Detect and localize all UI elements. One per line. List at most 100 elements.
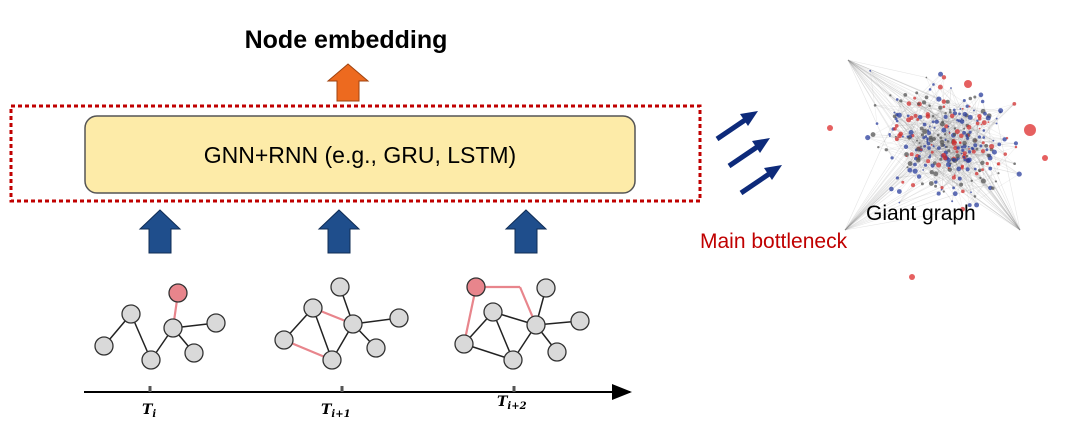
output-up-arrow-icon <box>326 63 370 102</box>
giant-graph-node <box>924 95 929 100</box>
giant-graph-edge <box>894 116 922 150</box>
giant-graph-node <box>938 105 943 110</box>
giant-graph-node <box>997 172 1000 175</box>
giant-graph-node <box>898 131 903 137</box>
giant-graph-node <box>875 122 879 125</box>
giant-graph-edge <box>907 147 940 168</box>
giant-graph-edge <box>945 128 965 148</box>
giant-graph-edge <box>889 108 961 137</box>
giant-graph-edge <box>889 134 1021 231</box>
giant-graph-node <box>968 148 970 150</box>
giant-graph-node <box>939 157 943 161</box>
giant-graph-edge <box>847 59 921 118</box>
giant-graph-edge <box>886 128 965 151</box>
giant-graph-node <box>955 153 960 159</box>
time-label: Ti+1 <box>321 402 351 420</box>
giant-graph-node <box>952 186 956 190</box>
giant-graph-node <box>927 146 931 150</box>
giant-graph-edge <box>957 115 990 132</box>
giant-graph-node <box>909 274 915 280</box>
giant-graph-edge <box>962 168 991 192</box>
giant-graph-node <box>960 206 966 212</box>
giant-graph-node <box>895 176 899 180</box>
giant-graph-node <box>953 127 957 130</box>
giant-graph-node <box>995 117 998 120</box>
giant-graph-node <box>952 108 956 112</box>
giant-graph-node <box>974 171 979 176</box>
giant-graph-edge <box>905 139 946 148</box>
giant-graph-node <box>928 135 933 140</box>
giant-graph-edge <box>938 122 985 194</box>
giant-graph-node <box>949 108 952 112</box>
giant-graph-node <box>941 120 944 124</box>
graph-node <box>206 313 226 333</box>
giant-graph-node <box>980 178 986 184</box>
giant-graph-edge <box>961 184 991 189</box>
giant-graph-edge <box>899 77 945 116</box>
giant-graph-edge <box>897 170 916 179</box>
giant-graph-edge <box>895 136 981 179</box>
giant-graph-node <box>931 120 935 124</box>
giant-graph-edge <box>896 114 928 117</box>
giant-graph-node <box>934 184 938 188</box>
giant-graph-edge <box>981 124 1000 145</box>
giant-graph-node <box>928 181 934 186</box>
giant-graph-edge <box>954 120 978 161</box>
giant-graph-node <box>977 168 982 173</box>
giant-graph-edge <box>919 103 1020 175</box>
giant-graph-node <box>954 129 960 135</box>
snapshot-graph-t-i <box>94 283 226 370</box>
giant-graph-node <box>985 148 989 152</box>
giant-graph-node <box>967 203 972 208</box>
giant-graph-edge <box>896 120 958 127</box>
giant-graph-node <box>981 168 984 172</box>
giant-graph-edge <box>942 123 1000 145</box>
giant-graph-edge <box>941 156 947 190</box>
giant-graph-node <box>951 140 957 146</box>
giant-graph-node <box>945 99 950 104</box>
giant-graph-node <box>973 167 977 171</box>
graph-node <box>121 304 141 324</box>
giant-graph-edge <box>921 149 949 169</box>
giant-graph-node <box>952 132 957 136</box>
giant-graph-node <box>903 144 909 150</box>
giant-graph-edge <box>844 136 926 231</box>
giant-graph-edge <box>926 77 950 133</box>
giant-graph-edge <box>890 95 963 210</box>
giant-graph-edge <box>867 137 907 155</box>
giant-graph-node <box>936 191 941 196</box>
giant-graph-edge <box>908 103 997 124</box>
giant-graph-edge <box>847 59 953 202</box>
giant-graph-edge <box>844 113 960 231</box>
giant-graph-node <box>1016 171 1022 177</box>
giant-graph-edge <box>947 141 1020 175</box>
giant-graph-node <box>889 186 894 192</box>
giant-graph-edge <box>935 159 969 175</box>
giant-graph-edge <box>900 100 921 150</box>
graph-node <box>330 277 350 297</box>
giant-graph-edge <box>906 155 916 165</box>
giant-graph-node <box>888 132 891 136</box>
giant-graph-node <box>1013 141 1019 146</box>
giant-graph-node <box>894 137 899 142</box>
giant-graph-edge <box>935 155 945 183</box>
giant-graph-node <box>893 126 897 131</box>
giant-graph-node <box>932 137 936 141</box>
giant-graph-edge <box>869 70 909 117</box>
giant-graph-edge <box>989 155 1021 231</box>
graph-node <box>389 308 409 328</box>
giant-graph-node <box>946 140 950 143</box>
giant-graph-node <box>980 149 986 154</box>
giant-graph-node <box>898 201 901 204</box>
giant-graph-node <box>896 189 902 194</box>
giant-graph-edge <box>946 126 949 147</box>
giant-graph-node <box>922 128 928 134</box>
giant-graph-node <box>956 146 960 150</box>
giant-graph-node <box>944 111 947 115</box>
graph-node <box>303 298 323 318</box>
giant-graph-node <box>928 88 932 91</box>
graph-node <box>570 311 590 331</box>
giant-graph-node <box>932 83 935 86</box>
giant-graph-edge <box>894 112 985 123</box>
giant-graph-edge <box>957 131 963 167</box>
